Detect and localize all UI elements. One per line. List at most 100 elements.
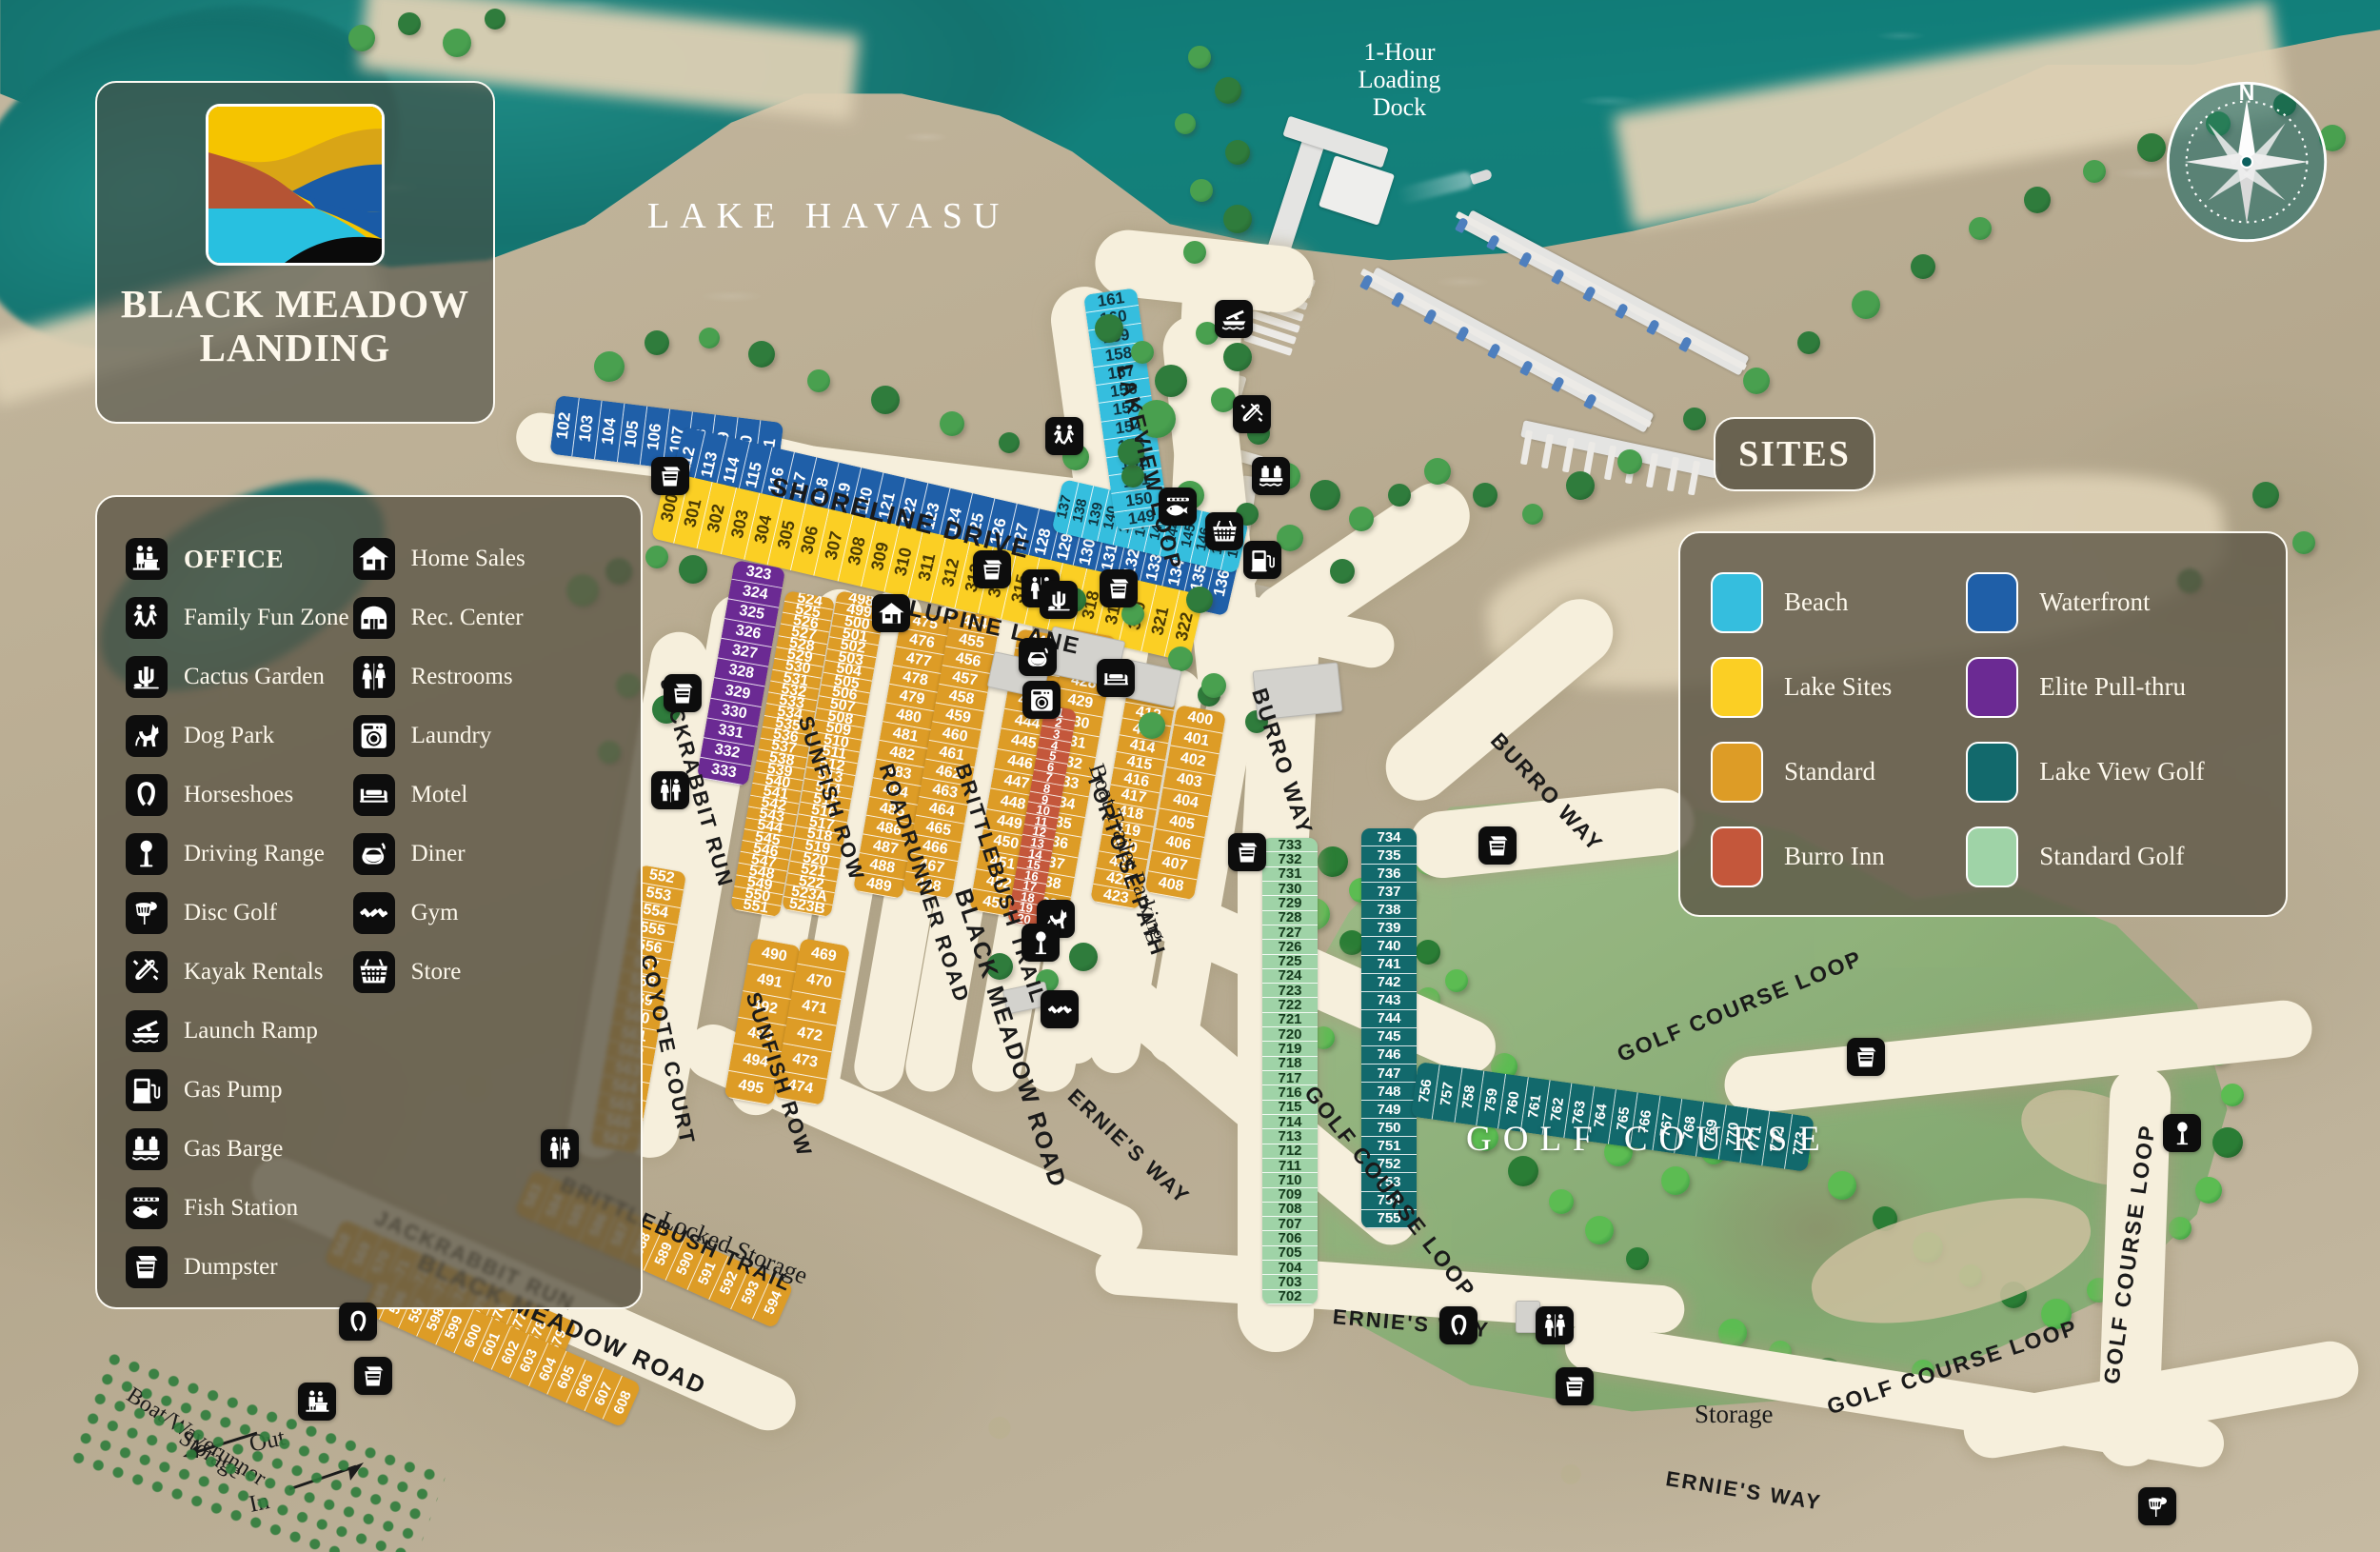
map-cactus-garden-icon[interactable]	[1040, 581, 1078, 619]
site-type-beach[interactable]: Beach	[1711, 560, 1892, 645]
campsite-cell[interactable]: 711	[1262, 1158, 1318, 1174]
site-type-lake-sites[interactable]: Lake Sites	[1711, 645, 1892, 729]
legend-item-office[interactable]: OFFICE	[126, 529, 349, 588]
campsite-cell[interactable]: 707	[1262, 1216, 1318, 1232]
site-type-burro-inn[interactable]: Burro Inn	[1711, 814, 1892, 899]
campsite-cell[interactable]: 715	[1262, 1099, 1318, 1115]
campsite-cell[interactable]: 719	[1262, 1041, 1318, 1057]
campsite-cell[interactable]: 704	[1262, 1260, 1318, 1276]
site-type-elite-pull-thru[interactable]: Elite Pull-thru	[1966, 645, 2204, 729]
campsite-cell[interactable]: 741	[1361, 955, 1417, 974]
map-disc-golf-icon[interactable]	[2138, 1487, 2176, 1525]
campsite-cell[interactable]: 722	[1262, 997, 1318, 1013]
campsite-cell[interactable]: 731	[1262, 866, 1318, 882]
campsite-cell[interactable]: 732	[1262, 851, 1318, 867]
campsite-cell[interactable]: 716	[1262, 1084, 1318, 1101]
legend-item-rec-center[interactable]: Rec. Center	[352, 588, 526, 647]
map-gas-barge-icon[interactable]	[1252, 457, 1290, 495]
campsite-cell[interactable]: 705	[1262, 1244, 1318, 1261]
legend-item-dog-park[interactable]: Dog Park	[126, 706, 349, 766]
map-dumpster-icon[interactable]	[973, 550, 1011, 588]
campsite-cell[interactable]: 709	[1262, 1186, 1318, 1203]
map-family-fun-zone-icon[interactable]	[1045, 417, 1083, 455]
map-home-sales-icon[interactable]	[872, 594, 910, 632]
legend-item-launch-ramp[interactable]: Launch Ramp	[126, 1002, 349, 1061]
map-horseshoes-icon[interactable]	[1439, 1306, 1478, 1344]
site-type-lake-view-golf[interactable]: Lake View Golf	[1966, 729, 2205, 814]
legend-item-restrooms[interactable]: Restrooms	[352, 647, 526, 706]
campsite-cell[interactable]: 749	[1361, 1101, 1417, 1120]
campsite-cell[interactable]: 733	[1262, 838, 1318, 853]
campsite-cell[interactable]: 752	[1361, 1155, 1417, 1174]
campsite-cell[interactable]: 721	[1262, 1011, 1318, 1027]
map-dumpster-icon[interactable]	[1478, 826, 1517, 865]
map-dumpster-icon[interactable]	[1100, 569, 1138, 607]
campsite-cell[interactable]: 739	[1361, 919, 1417, 938]
campsite-cell[interactable]: 729	[1262, 895, 1318, 911]
legend-item-gym[interactable]: Gym	[352, 884, 526, 943]
site-type-waterfront[interactable]: Waterfront	[1966, 560, 2204, 645]
campsite-cell[interactable]: 714	[1262, 1114, 1318, 1130]
campsite-cell[interactable]: 727	[1262, 925, 1318, 941]
campsite-cell[interactable]: 745	[1361, 1027, 1417, 1046]
campsite-cell[interactable]: 713	[1262, 1128, 1318, 1144]
campsite-cell[interactable]: 736	[1361, 865, 1417, 884]
legend-item-driving-range[interactable]: Driving Range	[126, 825, 349, 884]
site-type-standard[interactable]: Standard	[1711, 729, 1892, 814]
campsite-cell[interactable]: 728	[1262, 909, 1318, 925]
legend-item-motel[interactable]: Motel	[352, 766, 526, 825]
map-dumpster-icon[interactable]	[1228, 833, 1266, 871]
campsite-cell[interactable]: 755	[1361, 1209, 1417, 1228]
map-store-icon[interactable]	[1205, 512, 1243, 550]
campsite-cell[interactable]: 723	[1262, 983, 1318, 999]
campsite-cell[interactable]: 725	[1262, 953, 1318, 969]
legend-item-family-fun-zone[interactable]: Family Fun Zone	[126, 588, 349, 647]
legend-item-gas-barge[interactable]: Gas Barge	[126, 1120, 349, 1179]
campsite-cell[interactable]: 726	[1262, 939, 1318, 955]
campsite-cell[interactable]: 730	[1262, 881, 1318, 897]
map-driving-range-icon[interactable]	[2163, 1114, 2201, 1152]
campsite-cell[interactable]: 717	[1262, 1070, 1318, 1086]
legend-item-diner[interactable]: Diner	[352, 825, 526, 884]
map-dumpster-icon[interactable]	[1847, 1038, 1885, 1076]
campsite-cell[interactable]: 702	[1262, 1288, 1318, 1304]
map-laundry-icon[interactable]	[1022, 681, 1061, 719]
campsite-cell[interactable]: 706	[1262, 1230, 1318, 1246]
map-launch-ramp-icon[interactable]	[1215, 300, 1253, 338]
campsite-cell[interactable]: 750	[1361, 1119, 1417, 1138]
legend-item-laundry[interactable]: Laundry	[352, 706, 526, 766]
legend-item-home-sales[interactable]: Home Sales	[352, 529, 526, 588]
map-gym-icon[interactable]	[1041, 990, 1079, 1028]
campsite-cell[interactable]: 738	[1361, 901, 1417, 920]
campsite-cell[interactable]: 740	[1361, 937, 1417, 956]
map-fish-station-icon[interactable]	[1159, 487, 1197, 526]
legend-item-gas-pump[interactable]: Gas Pump	[126, 1061, 349, 1120]
campsite-cell[interactable]: 718	[1262, 1055, 1318, 1071]
legend-item-dumpster[interactable]: Dumpster	[126, 1238, 349, 1297]
campsite-cell[interactable]: 744	[1361, 1009, 1417, 1028]
campsite-cell[interactable]: 742	[1361, 973, 1417, 992]
map-driving-range-icon[interactable]	[1021, 924, 1060, 962]
campsite-cell[interactable]: 710	[1262, 1172, 1318, 1188]
campsite-cell[interactable]: 753	[1361, 1173, 1417, 1192]
campsite-cell[interactable]: 724	[1262, 967, 1318, 984]
legend-item-disc-golf[interactable]: Disc Golf	[126, 884, 349, 943]
campsite-cell[interactable]: 708	[1262, 1201, 1318, 1217]
map-dumpster-icon[interactable]	[651, 457, 689, 495]
legend-item-fish-station[interactable]: Fish Station	[126, 1179, 349, 1238]
map-restrooms-icon[interactable]	[541, 1129, 579, 1167]
campsite-cell[interactable]: 743	[1361, 991, 1417, 1010]
map-motel-icon[interactable]	[1097, 659, 1135, 697]
map-dumpster-icon[interactable]	[1556, 1367, 1594, 1405]
map-office-icon[interactable]	[298, 1383, 336, 1421]
map-diner-icon[interactable]	[1019, 638, 1057, 676]
legend-item-cactus-garden[interactable]: Cactus Garden	[126, 647, 349, 706]
campsite-cell[interactable]: 747	[1361, 1065, 1417, 1084]
legend-item-horseshoes[interactable]: Horseshoes	[126, 766, 349, 825]
campsite-cell[interactable]: 720	[1262, 1026, 1318, 1043]
campsite-cell[interactable]: 746	[1361, 1045, 1417, 1065]
map-kayak-rentals-icon[interactable]	[1233, 395, 1271, 433]
campsite-cell[interactable]: 737	[1361, 883, 1417, 902]
site-type-standard-golf[interactable]: Standard Golf	[1966, 814, 2204, 899]
legend-item-kayak-rentals[interactable]: Kayak Rentals	[126, 943, 349, 1002]
